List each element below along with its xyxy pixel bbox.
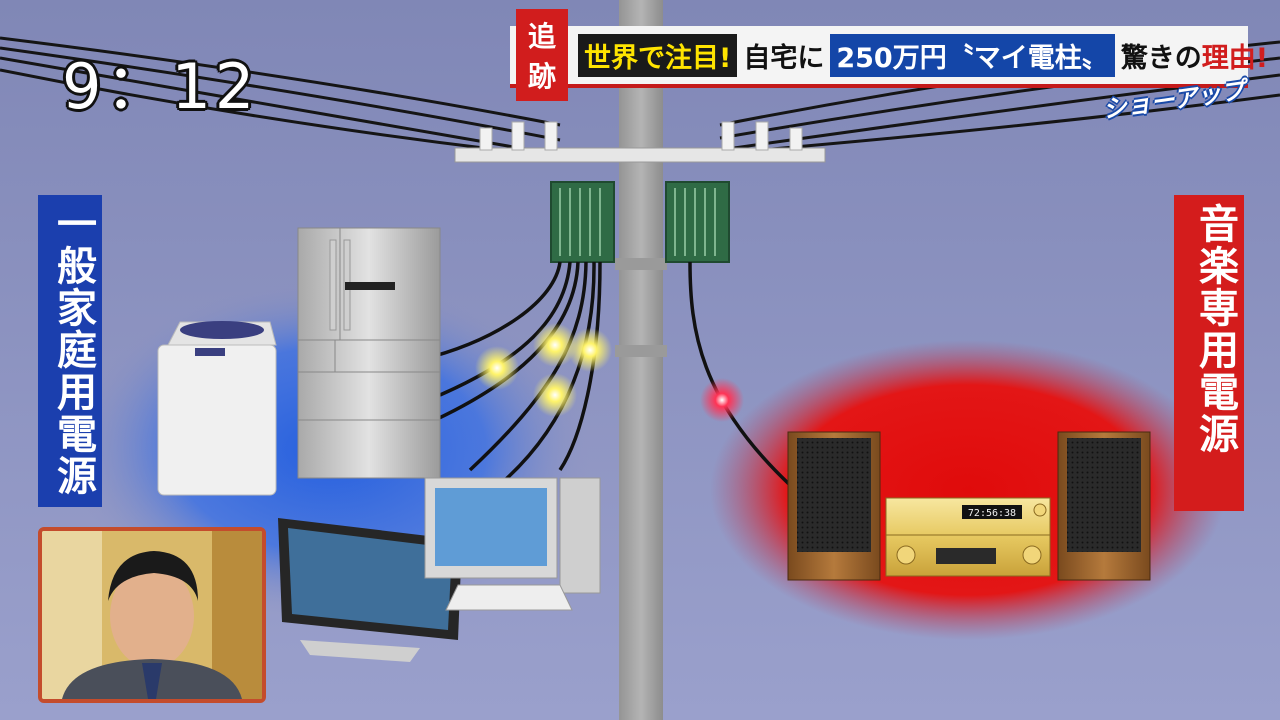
household-power-label: 一般家庭用電源	[38, 195, 102, 507]
headline-part-1: 世界で注目!	[578, 33, 738, 77]
music-power-label: 音楽専用電源	[1174, 195, 1244, 511]
broadcast-clock: 9：12	[62, 50, 259, 123]
headline-part-4: 驚きの	[1120, 42, 1202, 74]
ticker-headline: 世界で注目! 自宅に 250万円〝マイ電柱〟 驚きの 理由!	[578, 33, 1269, 77]
flat-screen-tv	[278, 518, 462, 662]
receiver-display: 72:56:38	[968, 508, 1016, 519]
refrigerator	[297, 227, 441, 479]
speaker-left	[787, 431, 881, 581]
household-sparks	[475, 323, 612, 417]
washing-machine	[157, 321, 277, 496]
music-cable	[688, 261, 792, 487]
audio-receiver	[885, 497, 1051, 577]
headline-part-2: 自宅に	[743, 42, 825, 74]
presenter-inset	[38, 527, 266, 703]
desktop-computer	[424, 477, 601, 611]
headline-part-3: 250万円〝マイ電柱〟	[830, 33, 1115, 77]
music-spark	[700, 378, 744, 422]
transformer-left	[550, 181, 615, 263]
utility-pole	[454, 0, 826, 720]
headline-ticker: 追跡 世界で注目! 自宅に 250万円〝マイ電柱〟 驚きの 理由!	[510, 9, 1268, 101]
transformer-right	[665, 181, 730, 263]
presenter-image	[42, 531, 262, 699]
speaker-right	[1057, 431, 1151, 581]
headline-part-5: 理由!	[1201, 42, 1269, 74]
ticker-tag: 追跡	[516, 9, 569, 101]
